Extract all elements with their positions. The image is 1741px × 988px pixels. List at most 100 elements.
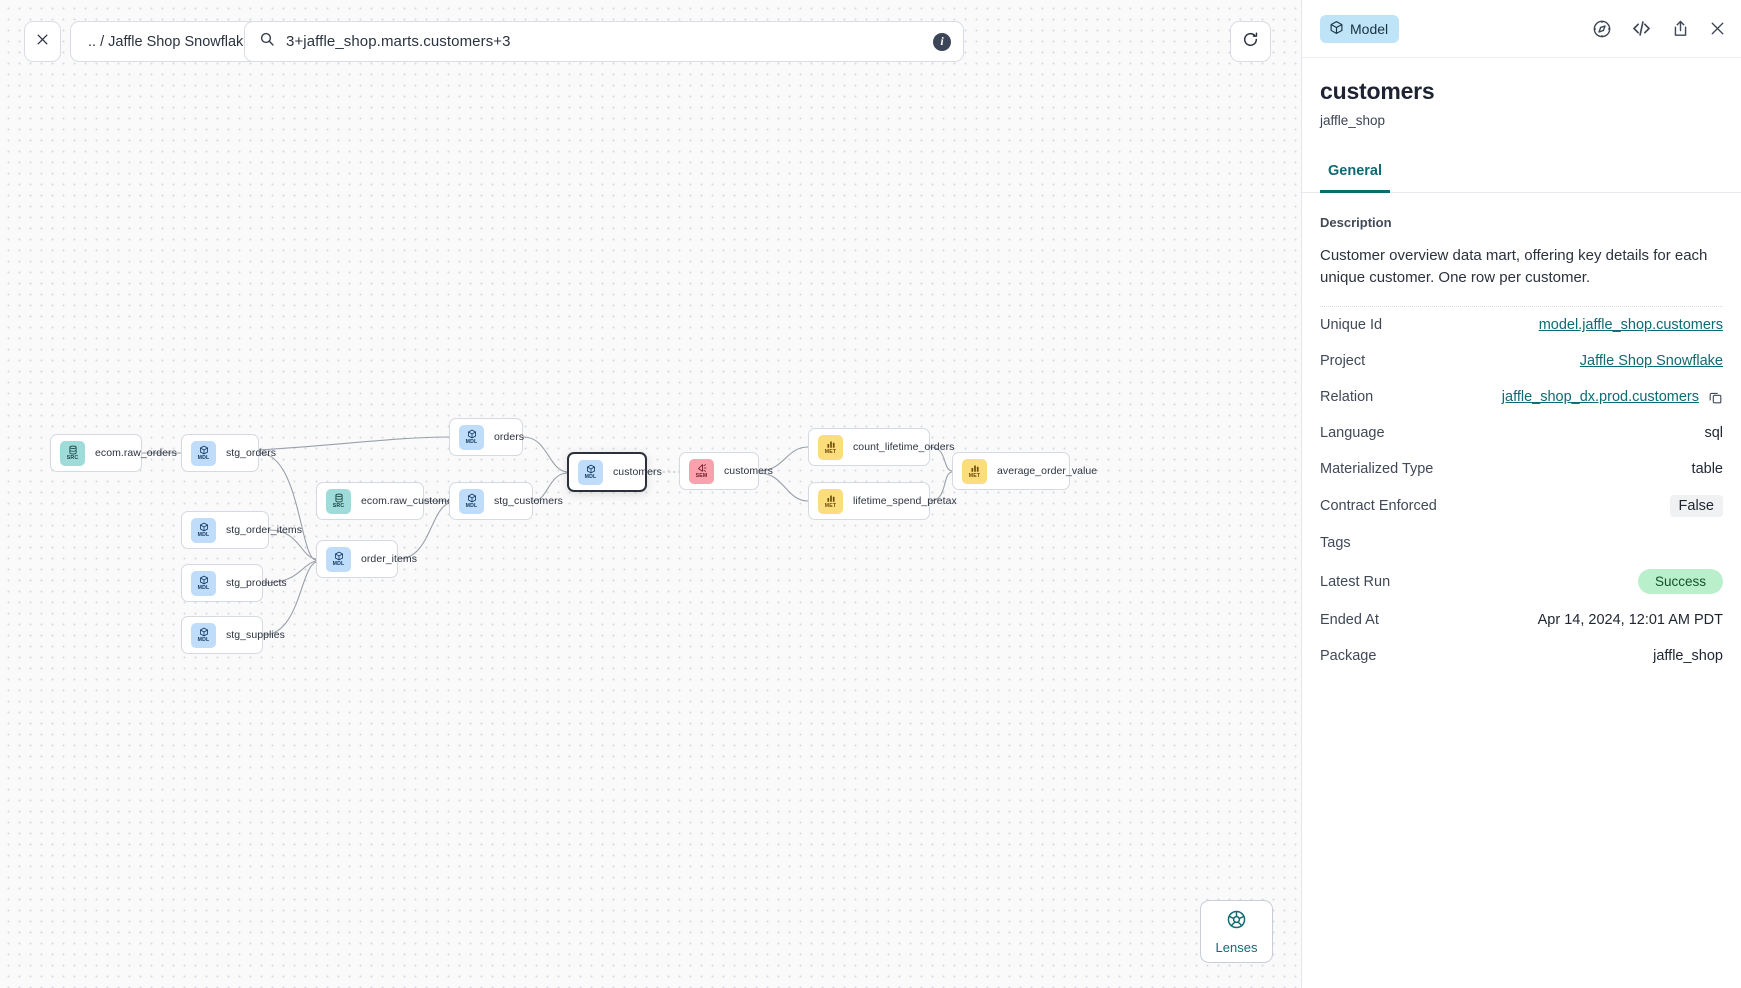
panel-body: Description Customer overview data mart,…	[1302, 193, 1741, 988]
property-key: Package	[1320, 648, 1377, 665]
page-title: customers	[1320, 78, 1435, 104]
property-row: Tags	[1320, 525, 1723, 561]
sem-badge-icon: SEM	[689, 458, 714, 484]
detail-panel: Model customers jaffle_shop G	[1301, 0, 1741, 988]
lineage-node-label: stg_products	[226, 577, 287, 589]
property-value-wrap: jaffle_shop_dx.prod.customers	[1502, 389, 1723, 405]
lineage-node-label: lifetime_spend_pretax	[853, 495, 957, 507]
aperture-icon	[1226, 909, 1247, 935]
lineage-node-label: count_lifetime_orders	[853, 441, 955, 453]
lineage-node-count_lifetime_orders[interactable]: MET count_lifetime_orders	[808, 428, 954, 466]
property-row: Contract Enforced False	[1320, 487, 1723, 525]
property-row: Language sql	[1320, 415, 1723, 451]
lineage-node-label: stg_supplies	[226, 629, 285, 641]
lineage-node-orders[interactable]: MDL orders	[449, 418, 525, 456]
code-icon[interactable]	[1631, 18, 1652, 39]
share-icon[interactable]	[1671, 19, 1690, 38]
mdl-badge-icon: MDL	[578, 459, 603, 485]
lineage-node-stg_order_items[interactable]: MDL stg_order_items	[181, 511, 302, 549]
mdl-badge-icon: MDL	[191, 622, 216, 648]
refresh-button[interactable]	[1230, 21, 1271, 62]
cube-icon	[1329, 20, 1344, 38]
search-icon	[259, 31, 275, 52]
lineage-node-stg_products[interactable]: MDL stg_products	[181, 564, 287, 602]
property-value-wrap: model.jaffle_shop.customers	[1539, 317, 1723, 333]
property-value-wrap: jaffle_shop	[1653, 648, 1723, 664]
property-key: Materialized Type	[1320, 461, 1434, 478]
info-icon[interactable]: i	[933, 32, 951, 51]
lineage-node-label: average_order_value	[997, 465, 1098, 477]
lineage-node-label: customers	[613, 466, 662, 478]
property-key: Relation	[1320, 389, 1374, 406]
property-key: Tags	[1320, 535, 1351, 552]
property-value-wrap: sql	[1704, 425, 1723, 441]
property-value-wrap: Jaffle Shop Snowflake	[1580, 353, 1723, 369]
breadcrumb[interactable]: .. / Jaffle Shop Snowflake	[70, 21, 270, 62]
lineage-node-label: ecom.raw_orders	[95, 447, 177, 459]
description-label: Description	[1320, 215, 1392, 230]
property-row: Project Jaffle Shop Snowflake	[1320, 343, 1723, 379]
panel-header: customers jaffle_shop	[1302, 58, 1741, 128]
lineage-node-customers_model[interactable]: MDL customers	[567, 452, 662, 492]
node-type-label: Model	[1350, 20, 1389, 37]
met-badge-icon: MET	[962, 458, 987, 484]
property-value-wrap: False	[1669, 495, 1723, 518]
property-key: Language	[1320, 425, 1385, 442]
lineage-node-label: ecom.raw_customers	[361, 495, 462, 507]
lenses-button[interactable]: Lenses	[1200, 900, 1273, 963]
tab-general[interactable]: General	[1320, 157, 1390, 193]
search-input[interactable]: 3+jaffle_shop.marts.customers+3 i	[244, 21, 964, 62]
property-key: Latest Run	[1320, 573, 1391, 590]
tab-bar: General	[1302, 157, 1741, 193]
property-value-wrap: Success	[1637, 569, 1723, 595]
page-subtitle: jaffle_shop	[1320, 113, 1386, 128]
property-value: table	[1691, 461, 1723, 478]
src-badge-icon: SRC	[60, 440, 85, 466]
property-key: Project	[1320, 353, 1366, 370]
property-row: Materialized Type table	[1320, 451, 1723, 487]
lineage-node-order_items[interactable]: MDL order_items	[316, 540, 417, 578]
property-value-link[interactable]: model.jaffle_shop.customers	[1538, 317, 1723, 334]
property-key: Contract Enforced	[1320, 498, 1437, 515]
lineage-node-label: order_items	[361, 553, 417, 565]
mdl-badge-icon: MDL	[191, 517, 216, 543]
lineage-node-customers_sem[interactable]: SEM customers	[679, 452, 773, 490]
property-value-link[interactable]: Jaffle Shop Snowflake	[1579, 353, 1723, 370]
search-input-value: 3+jaffle_shop.marts.customers+3	[286, 33, 511, 50]
mdl-badge-icon: MDL	[191, 570, 216, 596]
status-badge: False	[1669, 495, 1723, 518]
lineage-node-label: customers	[724, 465, 773, 477]
met-badge-icon: MET	[818, 434, 843, 460]
property-value: Apr 14, 2024, 12:01 AM PDT	[1537, 612, 1723, 629]
description-text: Customer overview data mart, offering ke…	[1320, 245, 1723, 308]
compass-icon[interactable]	[1592, 19, 1612, 39]
mdl-badge-icon: MDL	[326, 546, 351, 572]
lineage-node-label: orders	[494, 431, 525, 443]
mdl-badge-icon: MDL	[459, 424, 484, 450]
property-row: Package jaffle_shop	[1320, 638, 1723, 674]
lineage-node-stg_supplies[interactable]: MDL stg_supplies	[181, 616, 285, 654]
lineage-node-label: stg_order_items	[226, 524, 303, 536]
copy-icon[interactable]	[1708, 390, 1723, 405]
close-icon	[36, 33, 49, 51]
panel-icon-group	[1592, 18, 1726, 39]
refresh-icon	[1242, 31, 1259, 53]
lineage-node-average_order_value[interactable]: MET average_order_value	[952, 452, 1097, 490]
property-value: jaffle_shop	[1653, 648, 1723, 665]
node-type-chip: Model	[1320, 14, 1400, 43]
lineage-edges	[142, 436, 953, 636]
close-graph-button[interactable]	[24, 21, 61, 62]
close-icon[interactable]	[1709, 20, 1726, 37]
panel-toolbar: Model	[1302, 0, 1741, 58]
lineage-node-ecom_raw_orders[interactable]: SRC ecom.raw_orders	[50, 434, 177, 472]
property-row: Relation jaffle_shop_dx.prod.customers	[1320, 379, 1723, 415]
property-value: sql	[1704, 425, 1723, 442]
property-value-link[interactable]: jaffle_shop_dx.prod.customers	[1501, 389, 1699, 406]
